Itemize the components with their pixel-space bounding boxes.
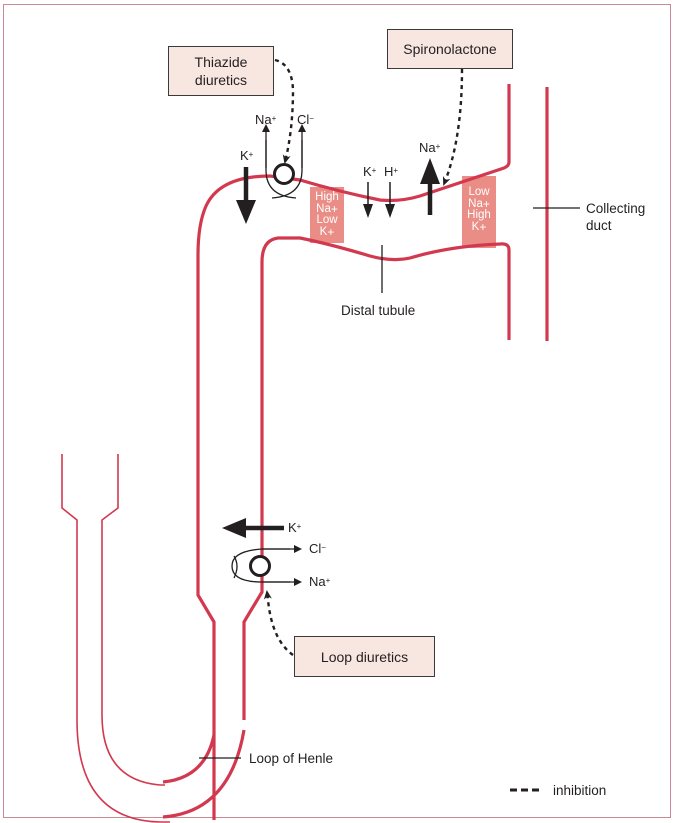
k-thick-down-arrow-icon [236,167,256,224]
spironolactone-box: Spironolactone [387,29,513,69]
ion-loop-na: Na+ [309,574,331,589]
ion-secreted-h: H+ [384,164,399,179]
loop-of-henle-outer [61,454,170,823]
na-reabsorption-arrow-icon [420,158,440,215]
loop-diuretics-label: Loop diuretics [320,648,409,665]
thiazide-line1: Thiazide [194,54,248,70]
ion-loop-k: K+ [288,520,302,535]
ion-distal-na: Na+ [255,112,277,127]
ion-distal-k: K+ [240,148,254,163]
loop-of-henle-inner [101,454,165,786]
gradient-left-text: High Na+ Low K+ [315,191,339,239]
gradient-box-left [310,187,344,243]
figure-frame [3,4,671,818]
spironolactone-label: Spironolactone [403,41,497,57]
loop-diuretic-inhibition-arrow [263,590,294,656]
loop-diuretics-box: Loop diuretics [294,636,435,677]
legend-inhibition-label: inhibition [553,783,607,798]
ion-secreted-k: K+ [363,164,377,179]
thiazide-line2: diuretics [194,72,248,88]
thiazide-diuretics-box: Thiazide diuretics [168,46,274,96]
ncc-cotransporter-icon [262,124,306,199]
tubule-outer-wall [196,84,511,820]
tubule-inner-wall [242,236,511,720]
spironolactone-inhibition-arrow [442,68,464,186]
collecting-duct-label: Collecting duct [586,201,646,233]
k-secretion-arrow-icon [363,182,373,218]
gradient-box-right [462,176,496,248]
gradient-right-text: Low Na+ High K+ [467,186,491,234]
loop-of-henle-thick-inner [162,734,216,784]
distal-tubule-label: Distal tubule [341,303,416,318]
ion-distal-cl: Cl− [297,112,314,127]
loop-of-henle-label: Loop of Henle [249,751,334,766]
thiazide-inhibition-arrow [274,58,295,164]
loop-of-henle-thick-outer [162,729,246,819]
h-secretion-arrow-icon [385,182,395,218]
ion-loop-cl: Cl− [309,541,326,556]
ion-reabsorbed-na: Na+ [419,140,441,155]
nkcc2-cotransporter-icon [231,545,302,586]
k-loop-left-arrow-icon [222,518,284,538]
